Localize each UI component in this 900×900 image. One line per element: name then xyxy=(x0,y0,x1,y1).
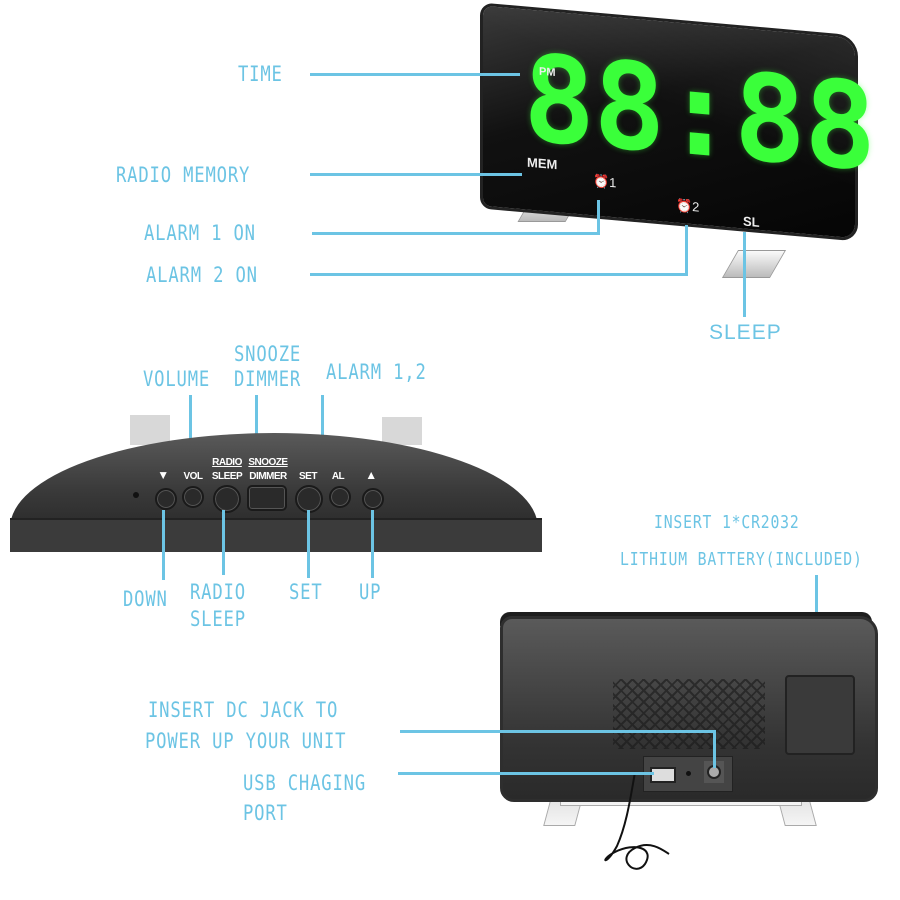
pm-indicator: PM xyxy=(539,65,556,80)
clock-display-body: 88:88 PM MEM ⏰1 ⏰2 SL xyxy=(483,5,874,239)
callout-line-dc-v xyxy=(713,730,716,768)
radio-sleep-button[interactable] xyxy=(213,485,241,513)
speaker-grille xyxy=(613,679,765,749)
set-glyph: SET xyxy=(299,471,317,482)
callout-line-set xyxy=(307,510,310,578)
callout-line-radio-memory xyxy=(310,173,522,176)
callout-battery-line1: INSERT 1*CR2032 xyxy=(654,512,800,533)
antenna-hole xyxy=(686,771,691,776)
callout-line-up xyxy=(371,510,374,578)
top-base xyxy=(10,518,542,552)
set-button[interactable] xyxy=(295,485,323,513)
callout-time: TIME xyxy=(238,62,283,86)
callout-radio-memory: RADIO MEMORY xyxy=(116,163,251,187)
vol-button[interactable] xyxy=(182,486,204,508)
callout-set: SET xyxy=(289,580,323,604)
callout-up: UP xyxy=(359,580,382,604)
callout-line-volume xyxy=(189,395,192,455)
mem-indicator: MEM xyxy=(527,154,558,173)
callout-line-sleep xyxy=(743,232,746,317)
callout-volume: VOLUME xyxy=(143,367,211,391)
vol-glyph: VOL xyxy=(183,471,203,482)
callout-dc-line2: POWER UP YOUR UNIT xyxy=(145,729,347,753)
down-button[interactable] xyxy=(155,488,177,510)
callout-line-radio-sleep xyxy=(222,510,225,575)
callout-line-dc-h xyxy=(400,730,715,733)
up-button[interactable] xyxy=(362,488,384,510)
up-glyph: ▲ xyxy=(365,468,377,482)
callout-sleep: SLEEP xyxy=(709,321,782,344)
callout-alarm-1-2: ALARM 1,2 xyxy=(326,360,427,384)
dimmer-glyph: DIMMER xyxy=(249,471,287,482)
radio-glyph: RADIO xyxy=(212,457,242,468)
battery-compartment[interactable] xyxy=(785,675,855,755)
right-stand-top xyxy=(382,417,422,445)
callout-dc-line1: INSERT DC JACK TO xyxy=(148,698,339,722)
callout-line-snooze xyxy=(255,395,258,450)
callout-radio-line2: SLEEP xyxy=(190,607,246,631)
callout-line-down xyxy=(162,510,165,580)
time-digits: 88:88 xyxy=(523,29,875,199)
port-panel xyxy=(643,756,733,792)
callout-line-alarm-1-v xyxy=(597,200,600,235)
callout-radio-line1: RADIO xyxy=(190,580,246,604)
alarm1-indicator: ⏰1 xyxy=(593,173,617,191)
callout-usb-line2: PORT xyxy=(243,801,288,825)
callout-line-time xyxy=(310,73,520,76)
snooze-dimmer-button[interactable] xyxy=(247,485,287,511)
callout-line-alarm-1-h xyxy=(312,232,600,235)
al-glyph: AL xyxy=(331,471,345,482)
callout-battery-line2: LITHIUM BATTERY(INCLUDED) xyxy=(620,549,863,570)
callout-line-alarm-2-h xyxy=(310,273,688,276)
callout-line-alarm-1-2 xyxy=(321,395,324,455)
sleep-glyph: SLEEP xyxy=(211,471,243,482)
callout-alarm-1-on: ALARM 1 ON xyxy=(144,221,256,245)
front-right-stand xyxy=(721,250,787,278)
callout-down: DOWN xyxy=(123,587,168,611)
back-view-clock xyxy=(500,616,878,802)
mic-hole xyxy=(133,492,139,498)
sleep-indicator: SL xyxy=(743,213,760,230)
callout-snooze-line2: DIMMER xyxy=(234,367,302,391)
top-view-clock: ▼ VOL RADIO SLEEP SNOOZE DIMMER SET AL ▲ xyxy=(6,405,542,552)
callout-usb-line1: USB CHAGING xyxy=(243,771,367,795)
al-button[interactable] xyxy=(329,486,351,508)
callout-line-alarm-2-v xyxy=(685,225,688,276)
antenna-wire-icon xyxy=(604,771,670,870)
down-glyph: ▼ xyxy=(157,468,169,482)
callout-line-usb xyxy=(398,772,654,775)
snooze-glyph: SNOOZE xyxy=(248,457,288,468)
alarm2-indicator: ⏰2 xyxy=(676,197,700,215)
callout-snooze-line1: SNOOZE xyxy=(234,342,302,366)
callout-alarm-2-on: ALARM 2 ON xyxy=(146,263,258,287)
usb-port[interactable] xyxy=(650,767,676,783)
left-stand-top xyxy=(130,415,170,445)
